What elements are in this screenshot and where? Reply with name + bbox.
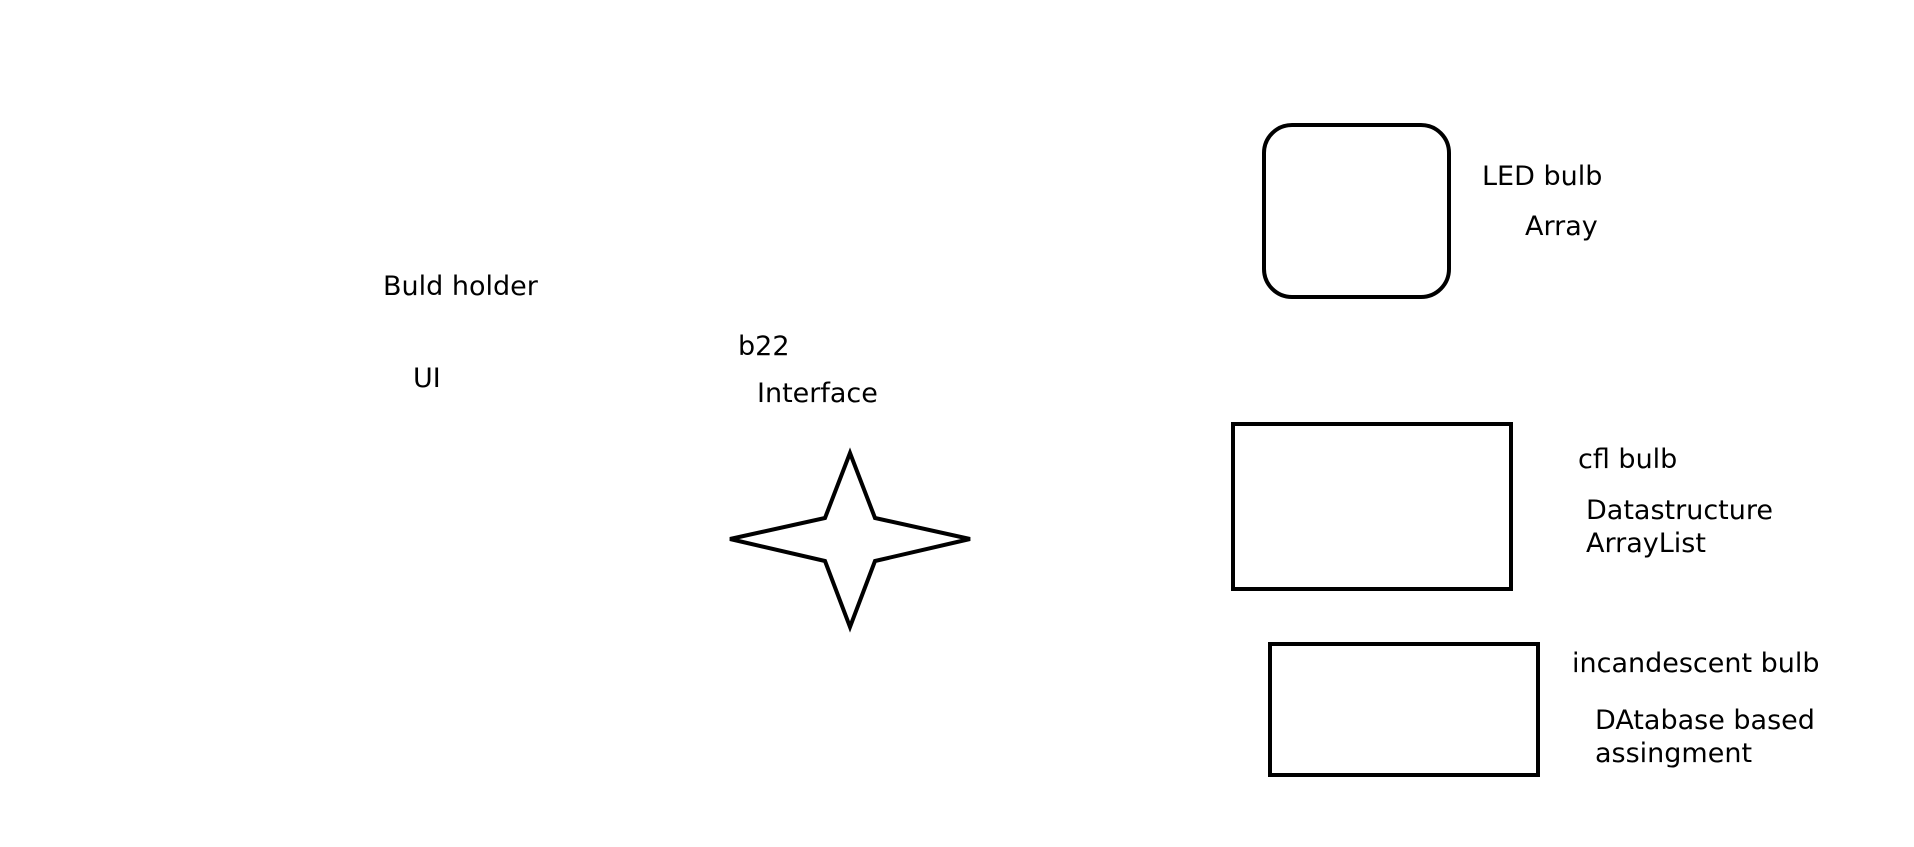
incandescent-bulb-line2: assingment <box>1595 738 1753 769</box>
cfl-bulb-line2: ArrayList <box>1586 528 1706 559</box>
led-bulb-title: LED bulb <box>1482 161 1603 192</box>
holder-subtitle: UI <box>413 363 441 394</box>
interface-title: b22 <box>738 331 790 362</box>
interface-subtitle: Interface <box>757 378 878 409</box>
cfl-bulb-title: cfl bulb <box>1578 444 1678 475</box>
interface-star-shape <box>729 447 971 633</box>
incandescent-bulb-shape <box>1268 642 1540 777</box>
cfl-bulb-shape <box>1231 422 1513 591</box>
incandescent-bulb-line1: DAtabase based <box>1595 705 1815 736</box>
cfl-bulb-line1: Datastructure <box>1586 495 1773 526</box>
holder-title: Buld holder <box>383 271 538 302</box>
led-bulb-subtitle: Array <box>1525 211 1598 242</box>
led-bulb-shape <box>1262 123 1451 299</box>
incandescent-bulb-title: incandescent bulb <box>1572 648 1820 679</box>
